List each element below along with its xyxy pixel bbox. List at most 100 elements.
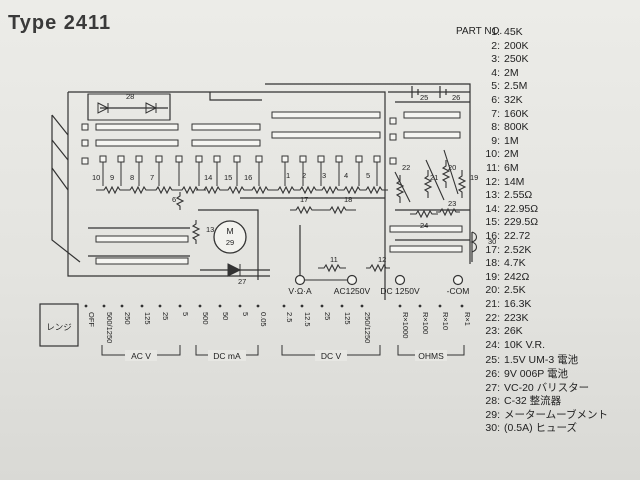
- resistor-12: [366, 263, 390, 273]
- component-number: 22: [402, 163, 410, 172]
- resistor-chain-dcma: [196, 185, 276, 195]
- switch-bar: [403, 131, 461, 139]
- resistor-21: [423, 170, 433, 198]
- range-group-label: OHMS: [418, 351, 444, 361]
- wire-bottom-left: [88, 227, 190, 257]
- range-position-label: 25: [323, 312, 332, 320]
- part-number: 11:: [486, 162, 500, 174]
- range-dot: [238, 304, 242, 308]
- part-value: 800K: [504, 121, 529, 134]
- range-group-label: DC mA: [213, 351, 241, 361]
- range-position-label: 25: [161, 312, 170, 320]
- range-dot: [102, 304, 106, 308]
- page-title: Type 2411: [8, 12, 112, 34]
- part-number: 26:: [485, 368, 500, 380]
- part-value: C-32 整流器: [504, 395, 562, 408]
- part-row: 23:26K: [470, 325, 522, 338]
- component-number: 18: [344, 195, 352, 204]
- component-number: 10: [92, 173, 100, 182]
- switch-bar: [95, 139, 179, 147]
- part-number: 7:: [491, 107, 500, 120]
- frame-wire-left: [67, 92, 270, 277]
- meter-letter: M: [226, 226, 233, 236]
- part-number: 6:: [491, 94, 500, 106]
- switch-contact: [81, 123, 89, 131]
- frame-wire-top: [68, 91, 386, 300]
- terminal-ac1250v: [346, 274, 358, 286]
- range-dot: [320, 304, 324, 308]
- part-row: 26:9V 006P 電池: [470, 366, 568, 381]
- part-row: 7:160K: [470, 107, 528, 120]
- part-row: 14:22.95Ω: [470, 203, 538, 215]
- switch-contact: [389, 117, 397, 125]
- part-value: 45K: [504, 26, 523, 38]
- part-row: 5:2.5M: [470, 80, 527, 92]
- contact-tab: [255, 155, 263, 163]
- switch-bar: [95, 235, 189, 243]
- adjust-arrows: [394, 149, 459, 203]
- part-row: 9:1M: [470, 135, 518, 147]
- switch-bar: [389, 245, 463, 253]
- part-value: 1.5V UM-3 電池: [504, 354, 579, 367]
- range-position-label: 50: [221, 312, 230, 320]
- frame-wire-right: [265, 83, 471, 264]
- part-number: 4:: [491, 66, 500, 79]
- component-number: 3: [322, 171, 326, 180]
- component-number: 17: [300, 195, 308, 204]
- part-row: 10:2M: [470, 148, 518, 160]
- range-position-label: 0.05: [259, 312, 268, 327]
- part-row: 8:800K: [470, 121, 529, 134]
- component-number: 16: [244, 173, 252, 182]
- range-dot: [398, 304, 402, 308]
- part-row: 3:250K: [470, 53, 529, 66]
- component-number: 14: [204, 173, 212, 182]
- part-row: 4:2M: [470, 66, 518, 79]
- part-row: 21:16.3K: [470, 298, 531, 310]
- part-number: 22:: [485, 311, 500, 324]
- resistor-23: [436, 207, 460, 217]
- part-row: 1:45K: [470, 26, 523, 38]
- terminal-dc1250v: [394, 274, 406, 286]
- contact-tab: [99, 155, 107, 163]
- part-number: 5:: [491, 80, 500, 93]
- range-position-label: 5: [241, 312, 250, 316]
- resistor-chain-acv: [96, 185, 206, 195]
- frame-wire-far-left: [51, 115, 81, 263]
- part-row: 13:2.55Ω: [470, 189, 532, 201]
- terminal-v-ohm-a: [294, 274, 306, 286]
- range-position-label: 500/1250: [105, 312, 114, 343]
- part-value: (0.5A) ヒューズ: [504, 422, 577, 435]
- component-number: 28: [126, 92, 134, 101]
- part-value: VC-20 バリスター: [504, 381, 590, 394]
- range-dot: [140, 304, 144, 308]
- battery-25-icon: [411, 86, 419, 98]
- range-position-label: 250: [123, 312, 132, 325]
- range-position-label: OFF: [87, 312, 96, 327]
- part-row: 6:32K: [470, 94, 522, 106]
- component-number: 1: [286, 171, 290, 180]
- selector-links: [51, 114, 69, 191]
- meter-icon: [213, 220, 247, 254]
- component-number: 23: [448, 199, 456, 208]
- range-position-label: R×1000: [401, 312, 410, 338]
- switch-bar: [95, 257, 189, 265]
- switch-bar: [389, 225, 463, 233]
- fuse-30: [470, 231, 478, 253]
- part-row: 12:14M: [470, 176, 524, 188]
- part-value: 250K: [504, 53, 529, 66]
- resistor-11: [318, 263, 346, 273]
- switch-contact: [81, 157, 89, 165]
- part-number: 23:: [485, 325, 500, 338]
- range-dot: [218, 304, 222, 308]
- component-number: 6: [172, 195, 176, 204]
- part-row: 19:242Ω: [470, 271, 529, 283]
- range-position-label: 5: [181, 312, 190, 316]
- diode-27-icon: [227, 263, 242, 277]
- contact-tab: [213, 155, 221, 163]
- range-position-label: 125: [343, 312, 352, 325]
- switch-contact: [389, 157, 397, 165]
- resistor-22: [395, 175, 405, 203]
- part-row: 18:4.7K: [470, 257, 525, 269]
- resistor-19: [457, 170, 467, 198]
